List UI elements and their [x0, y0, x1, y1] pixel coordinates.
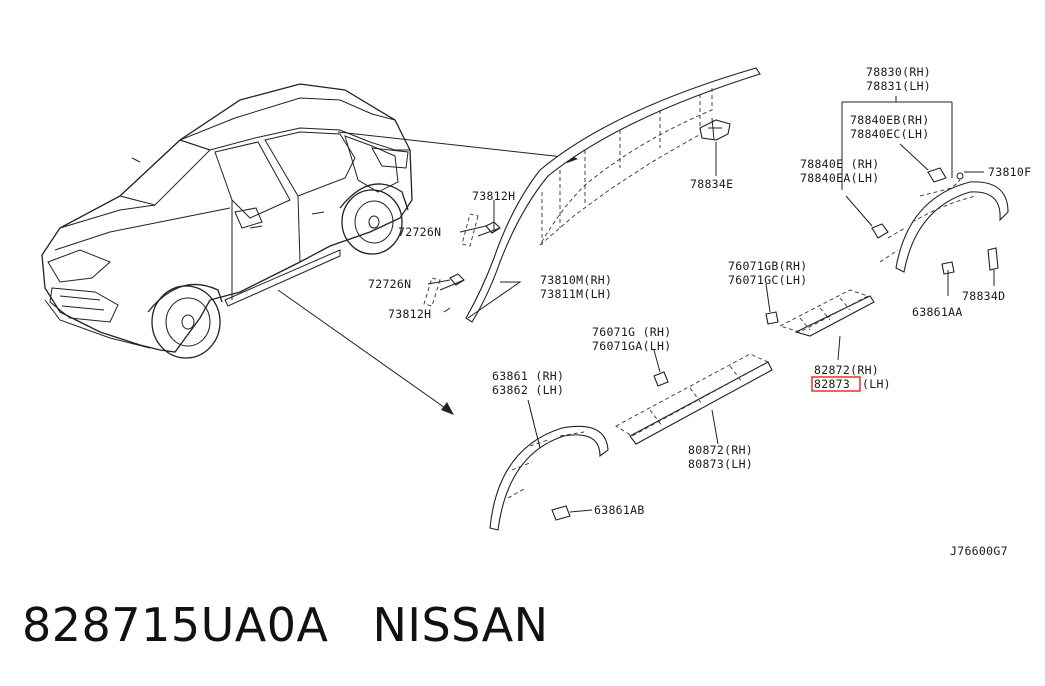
part-labels: 78830(RH) 78831(LH) 78840EB(RH) 78840EC(…: [368, 65, 1031, 558]
reference-code: J76600G7: [950, 544, 1008, 558]
highlight-box: [811, 376, 861, 392]
label-63862: 63862 (LH): [492, 383, 564, 397]
rear-arch-moulding-part: [871, 167, 1009, 275]
label-78840ea: 78840EA(LH): [800, 171, 879, 185]
car-illustration: [41, 83, 413, 359]
label-76071g: 76071G (RH): [592, 325, 671, 339]
front-door-moulding-part: [615, 353, 773, 445]
label-78840ec: 78840EC(LH): [850, 127, 929, 141]
label-80872: 80872(RH): [688, 443, 753, 457]
front-arch-moulding-part: [489, 425, 609, 531]
brand-name: NISSAN: [372, 598, 549, 652]
label-78840eb: 78840EB(RH): [850, 113, 929, 127]
label-73812h-bottom: 73812H: [388, 307, 431, 321]
label-80873: 80873(LH): [688, 457, 753, 471]
label-63861: 63861 (RH): [492, 369, 564, 383]
label-82873: 82873: [814, 377, 850, 391]
rear-door-moulding-part: [765, 289, 875, 337]
label-78834d: 78834D: [962, 289, 1005, 303]
roof-moulding-part: [423, 67, 761, 323]
leader-lines: [427, 96, 995, 513]
label-82872: 82872(RH): [814, 363, 879, 377]
label-78840e: 78840E (RH): [800, 157, 879, 171]
label-63861aa: 63861AA: [912, 305, 963, 319]
label-73810m: 73810M(RH): [540, 273, 612, 287]
highlighted-part-82873: 82873: [811, 376, 861, 392]
part-number: 828715UA0A: [22, 598, 329, 652]
label-76071gb: 76071GB(RH): [728, 259, 807, 273]
label-73812h-top: 73812H: [472, 189, 515, 203]
label-63861ab: 63861AB: [594, 503, 645, 517]
label-73810f: 73810F: [988, 165, 1031, 179]
label-76071gc: 76071GC(LH): [728, 273, 807, 287]
label-78834e: 78834E: [690, 177, 733, 191]
label-78830: 78830(RH): [866, 65, 931, 79]
label-78831: 78831(LH): [866, 79, 931, 93]
label-73811m: 73811M(LH): [540, 287, 612, 301]
label-76071ga: 76071GA(LH): [592, 339, 671, 353]
label-82873-side: (LH): [862, 377, 891, 391]
footer-caption: 828715UA0A NISSAN: [22, 598, 549, 652]
label-72726n-top: 72726N: [398, 225, 441, 239]
label-72726n-bottom: 72726N: [368, 277, 411, 291]
